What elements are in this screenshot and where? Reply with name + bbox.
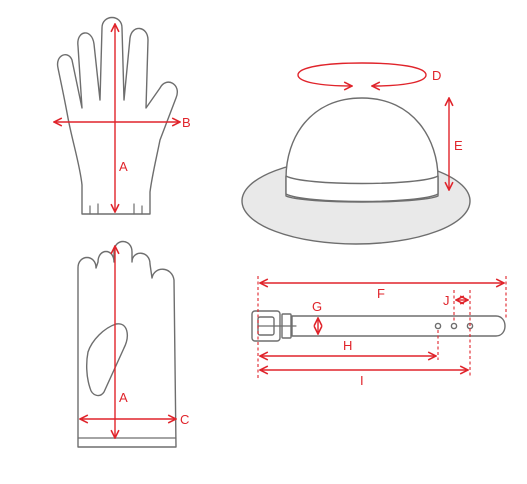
belt-measure-i: I xyxy=(260,370,468,388)
label-d: D xyxy=(432,68,441,83)
label-c: C xyxy=(180,412,189,427)
belt-icon xyxy=(251,310,506,342)
belt-measure-j: J xyxy=(443,293,468,308)
label-a-glove-back: A xyxy=(119,159,128,174)
label-i: I xyxy=(360,373,364,388)
glove-back-icon xyxy=(56,16,178,215)
glove-back-measure-b: B xyxy=(54,115,191,130)
label-a-glove-palm: A xyxy=(119,390,128,405)
label-e: E xyxy=(454,138,463,153)
belt-measure-f: F xyxy=(260,283,504,301)
label-j: J xyxy=(443,293,450,308)
belt-measure-h: H xyxy=(260,338,436,356)
hat-measure-d: D xyxy=(297,62,441,86)
hat-icon xyxy=(241,97,471,245)
label-g: G xyxy=(312,299,322,314)
hat-measure-e: E xyxy=(449,98,463,190)
label-h: H xyxy=(343,338,352,353)
glove-palm-measure-c: C xyxy=(80,412,189,427)
belt-guides xyxy=(257,276,507,378)
label-f: F xyxy=(377,286,385,301)
label-b: B xyxy=(182,115,191,130)
glove-palm-icon xyxy=(77,240,177,448)
belt-measure-g: G xyxy=(312,299,322,334)
glove-palm-measure-a: A xyxy=(115,246,128,438)
